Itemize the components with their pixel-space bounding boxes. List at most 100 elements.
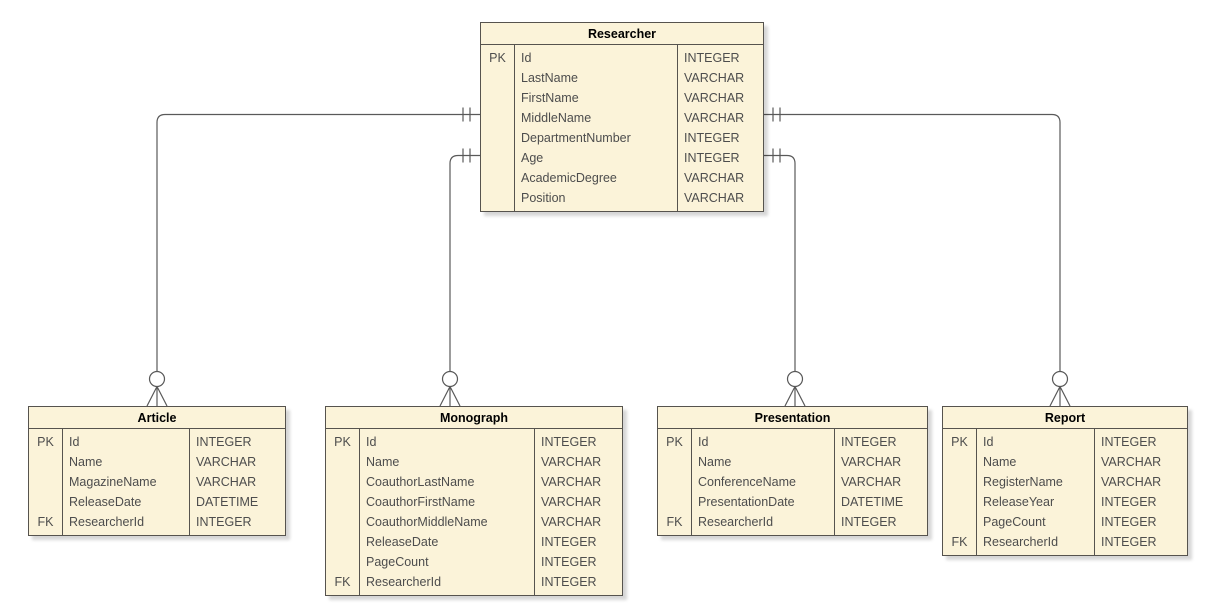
connector-researcher-monograph[interactable] <box>439 148 480 407</box>
key-cell <box>326 452 359 472</box>
field-cell: Name <box>366 455 400 469</box>
field-cell: Id <box>69 435 80 449</box>
key-cell <box>943 512 976 532</box>
connector-researcher-article[interactable] <box>146 107 480 407</box>
type-cell: VARCHAR <box>684 111 745 125</box>
key-cell <box>326 492 359 512</box>
key-cell <box>481 168 514 188</box>
field-cell: Name <box>69 455 103 469</box>
type-cell: VARCHAR <box>1101 455 1162 469</box>
type-cell: INTEGER <box>1101 535 1157 549</box>
connector-line[interactable] <box>156 113 480 372</box>
field-cell: Id <box>366 435 377 449</box>
key-cell: PK <box>37 435 54 449</box>
type-cell: INTEGER <box>1101 435 1157 449</box>
field-cell: DepartmentNumber <box>521 131 631 145</box>
key-cell: FK <box>666 515 683 529</box>
field-cell: Id <box>983 435 994 449</box>
key-cell <box>658 492 691 512</box>
key-cell <box>481 108 514 128</box>
exactly-one-marker <box>462 107 471 122</box>
exactly-one-marker <box>772 148 781 163</box>
type-cell: INTEGER <box>684 151 740 165</box>
type-cell: VARCHAR <box>196 475 257 489</box>
connector-line[interactable] <box>763 154 796 372</box>
key-cell <box>326 552 359 572</box>
field-cell: PresentationDate <box>698 495 795 509</box>
type-cell: VARCHAR <box>684 171 745 185</box>
key-cell <box>481 188 514 208</box>
key-cell: FK <box>951 535 968 549</box>
field-cell: PageCount <box>366 555 429 569</box>
exactly-one-marker <box>772 107 781 122</box>
key-cell <box>943 452 976 472</box>
key-cell <box>326 512 359 532</box>
field-cell: CoauthorFirstName <box>366 495 476 509</box>
key-cell <box>658 452 691 472</box>
field-cell: Name <box>983 455 1017 469</box>
key-cell <box>481 68 514 88</box>
connector-line[interactable] <box>763 113 1061 372</box>
type-cell: INTEGER <box>541 555 597 569</box>
key-column: PK FK <box>658 429 692 535</box>
key-cell <box>943 492 976 512</box>
type-cell: VARCHAR <box>841 455 902 469</box>
field-cell: Id <box>698 435 709 449</box>
field-cell: RegisterName <box>983 475 1063 489</box>
field-cell: MagazineName <box>69 475 157 489</box>
field-cell: ReleaseDate <box>69 495 142 509</box>
field-cell: Age <box>521 151 544 165</box>
type-cell: VARCHAR <box>684 191 745 205</box>
type-cell: VARCHAR <box>541 475 602 489</box>
type-cell: INTEGER <box>684 131 740 145</box>
entity-title: Presentation <box>658 407 927 429</box>
key-cell <box>481 88 514 108</box>
entity-title: Monograph <box>326 407 622 429</box>
key-cell: PK <box>334 435 351 449</box>
key-cell <box>481 148 514 168</box>
connector-researcher-report[interactable] <box>763 107 1071 407</box>
key-cell <box>481 128 514 148</box>
zero-or-many-marker <box>1049 370 1071 407</box>
type-cell: INTEGER <box>1101 495 1157 509</box>
field-cell: ResearcherId <box>698 515 774 529</box>
type-cell: VARCHAR <box>684 91 745 105</box>
type-cell: INTEGER <box>841 515 897 529</box>
field-cell: ReleaseYear <box>983 495 1055 509</box>
key-cell <box>943 472 976 492</box>
key-cell <box>29 472 62 492</box>
field-cell: AcademicDegree <box>521 171 617 185</box>
type-cell: VARCHAR <box>1101 475 1162 489</box>
field-cell: LastName <box>521 71 578 85</box>
type-cell: VARCHAR <box>841 475 902 489</box>
connector-line[interactable] <box>449 154 480 372</box>
key-cell <box>29 492 62 512</box>
connector-researcher-presentation[interactable] <box>763 148 806 407</box>
type-cell: INTEGER <box>841 435 897 449</box>
type-cell: VARCHAR <box>541 515 602 529</box>
key-cell <box>29 452 62 472</box>
key-cell: PK <box>489 51 506 65</box>
type-cell: INTEGER <box>196 515 252 529</box>
key-cell: PK <box>666 435 683 449</box>
